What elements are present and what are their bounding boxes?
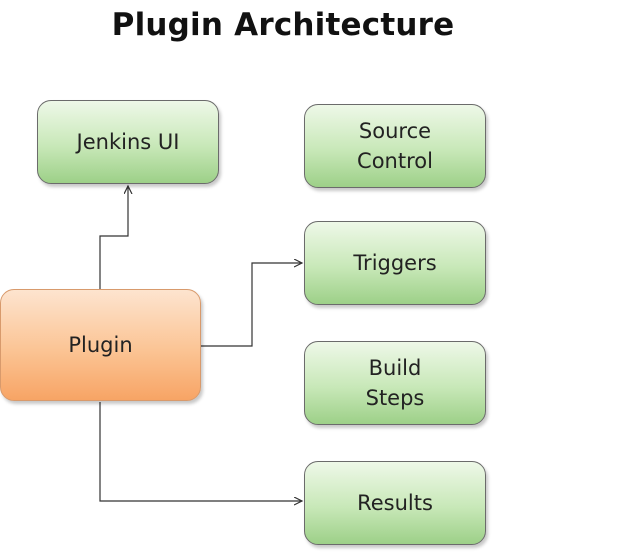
results-label: Results	[357, 491, 433, 515]
jenkins-ui-label: Jenkins UI	[76, 130, 180, 154]
page-title: Plugin Architecture	[111, 7, 455, 43]
connector-plugin-to-triggers	[201, 263, 302, 347]
results-box: Results	[304, 461, 486, 545]
plugin-label: Plugin	[68, 333, 133, 357]
plugin-box: Plugin	[0, 289, 201, 401]
build-steps-box: Build Steps	[304, 341, 486, 425]
connector-plugin-to-jenkins-ui	[99, 186, 128, 290]
source-control-box: Source Control	[304, 104, 486, 188]
build-steps-label: Build Steps	[365, 356, 425, 410]
triggers-box: Triggers	[304, 221, 486, 305]
triggers-label: Triggers	[353, 251, 437, 275]
jenkins-ui-box: Jenkins UI	[37, 100, 219, 184]
source-control-label: Source Control	[357, 119, 433, 173]
connector-plugin-to-results	[99, 402, 302, 501]
